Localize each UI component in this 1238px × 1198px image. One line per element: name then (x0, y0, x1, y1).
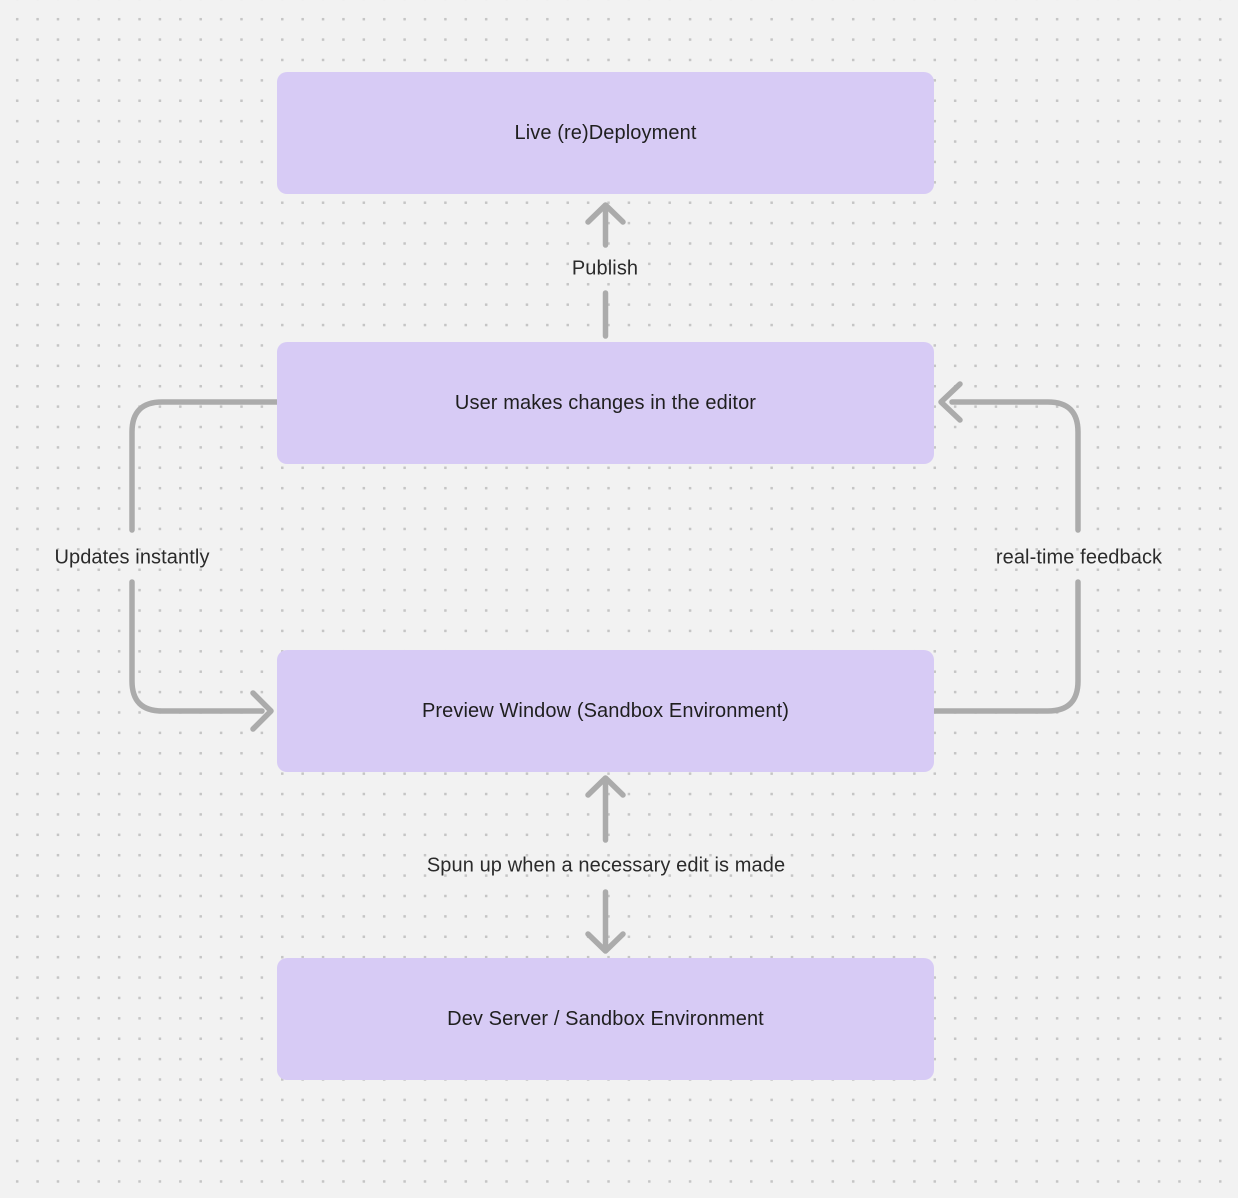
edge-updates-instantly[interactable] (129, 399, 280, 732)
edge-label-updates-instantly[interactable]: Updates instantly (54, 546, 210, 569)
edge-updates-seg-bottom (129, 579, 265, 714)
edge-feedback-seg-top (949, 399, 1081, 533)
node-user-editor-label: User makes changes in the editor (454, 391, 757, 414)
arrowhead-left-icon (938, 381, 963, 423)
node-preview-window[interactable]: Preview Window (Sandbox Environment) (277, 650, 934, 772)
node-live-deployment[interactable]: Live (re)Deployment (277, 72, 934, 194)
edge-label-publish[interactable]: Publish (571, 257, 639, 280)
edge-updates-seg-top (129, 399, 280, 533)
node-user-editor[interactable]: User makes changes in the editor (277, 342, 934, 464)
edge-label-spun-up[interactable]: Spun up when a necessary edit is made (426, 854, 786, 877)
edge-spun-up[interactable] (585, 775, 626, 954)
node-live-deployment-label: Live (re)Deployment (514, 121, 697, 144)
node-dev-server-label: Dev Server / Sandbox Environment (447, 1007, 764, 1030)
edge-label-real-time-feedback[interactable]: real-time feedback (995, 546, 1163, 569)
edge-feedback-seg-bottom (931, 579, 1081, 714)
edge-publish[interactable] (585, 202, 626, 339)
node-dev-server[interactable]: Dev Server / Sandbox Environment (277, 958, 934, 1080)
arrowhead-down-icon (585, 931, 626, 954)
edge-real-time-feedback[interactable] (931, 381, 1081, 714)
arrowhead-right-icon (250, 690, 274, 732)
node-preview-window-label: Preview Window (Sandbox Environment) (421, 699, 790, 722)
